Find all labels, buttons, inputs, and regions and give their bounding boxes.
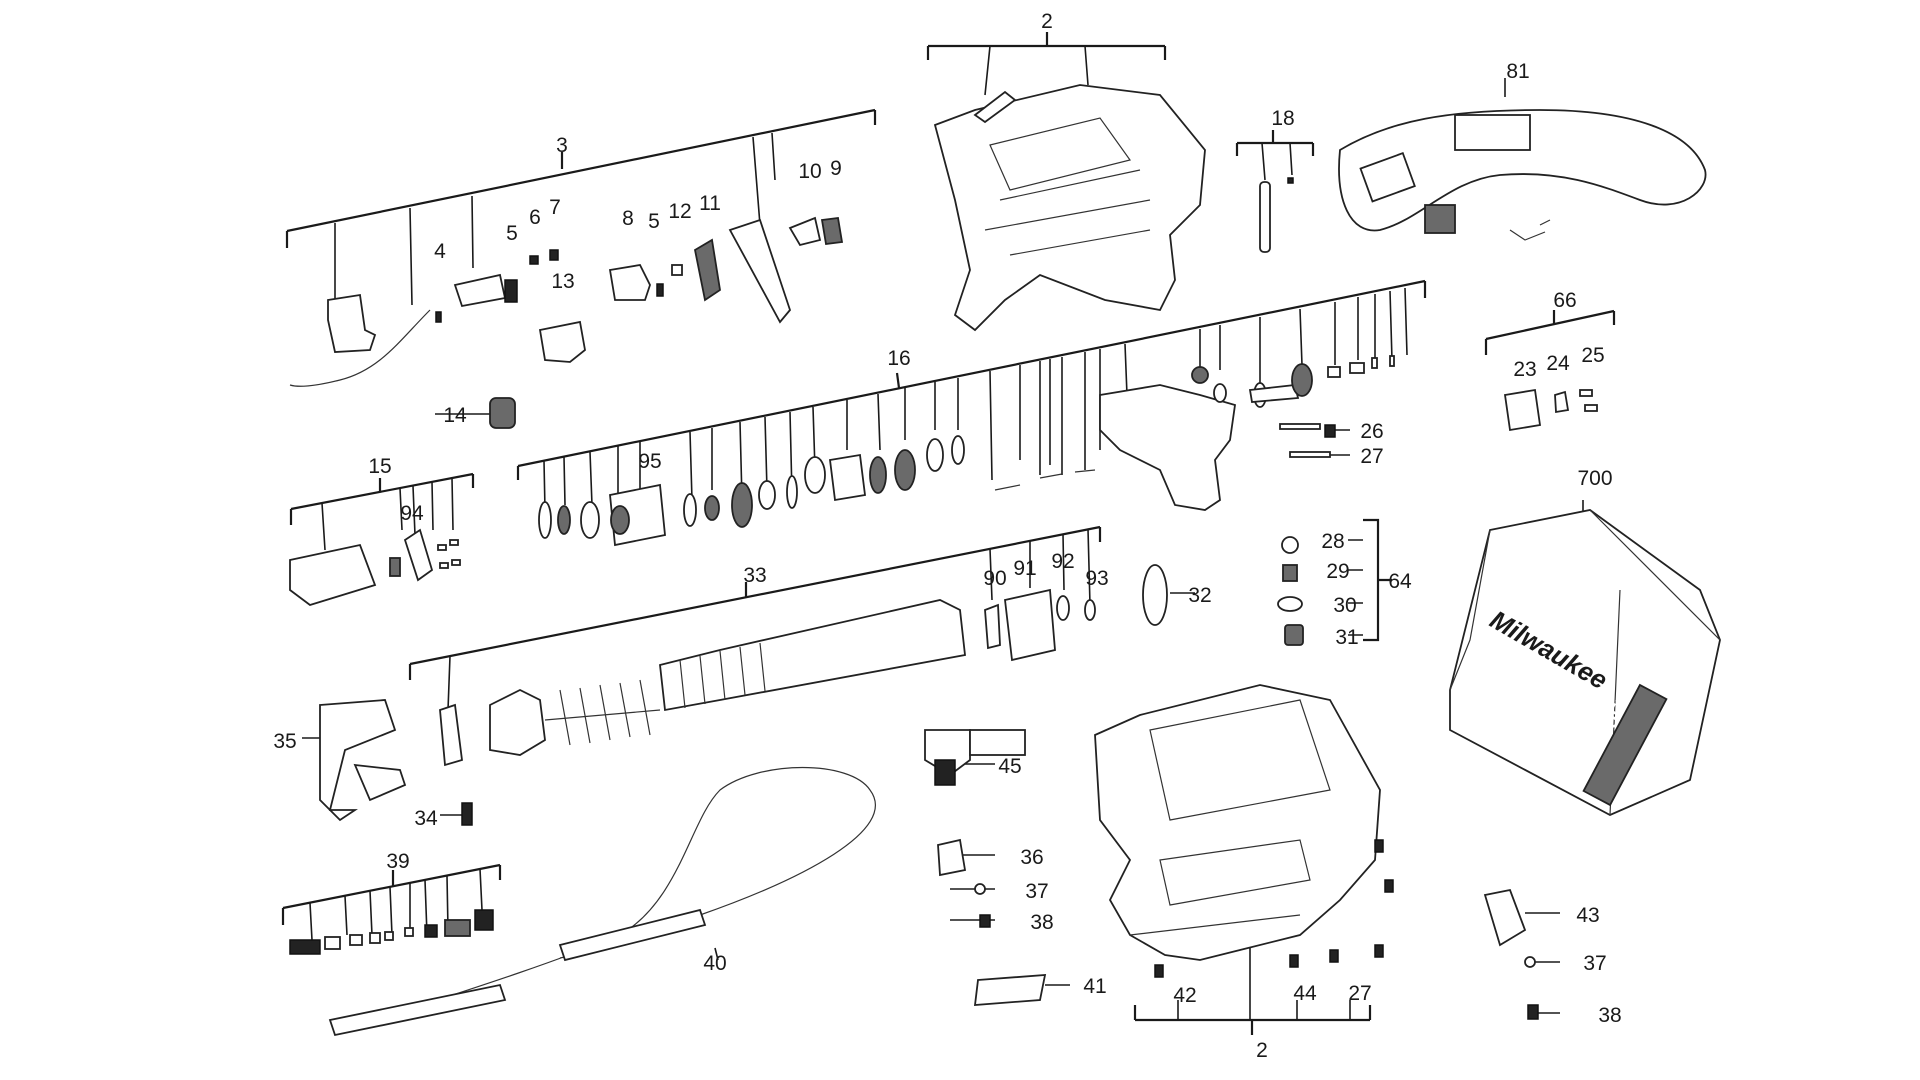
- callout-27-bottom: 27: [1348, 982, 1371, 1005]
- callout-66: 66: [1553, 289, 1576, 312]
- upper-housing-part: [933, 84, 1206, 332]
- callout-27-mid: 27: [1360, 445, 1383, 468]
- callout-39: 39: [386, 850, 409, 873]
- callout-37-left: 37: [1025, 880, 1048, 903]
- callout-45: 45: [998, 755, 1021, 778]
- callout-24: 24: [1546, 352, 1570, 375]
- callout-14: 14: [443, 404, 467, 427]
- callout-26: 26: [1360, 420, 1383, 443]
- callout-5b: 5: [648, 210, 660, 233]
- switch-group-parts: [289, 216, 844, 387]
- head-parts: [984, 536, 1304, 662]
- callout-35: 35: [273, 730, 296, 753]
- callout-labels: 2 3 4 5 6 7 8 5 12 11 10 9 13 14 16 95 1…: [273, 10, 1621, 1062]
- callout-40: 40: [703, 952, 726, 975]
- callout-9: 9: [830, 157, 842, 180]
- handle-part: [319, 699, 473, 826]
- grease-tube-part: [439, 599, 966, 767]
- coupler-part: [924, 729, 1026, 786]
- label-part: [973, 974, 1047, 1006]
- callout-23: 23: [1513, 358, 1536, 381]
- grease-hose-part: [289, 766, 876, 1037]
- spring-part: [489, 397, 516, 429]
- callout-41: 41: [1083, 975, 1106, 998]
- callout-37-right: 37: [1583, 952, 1606, 975]
- callout-64: 64: [1388, 570, 1412, 593]
- callout-32: 32: [1188, 584, 1211, 607]
- pin-part: [1259, 177, 1294, 253]
- callout-2-bottom: 2: [1256, 1039, 1268, 1062]
- small-fittings-right: [1483, 888, 1539, 1020]
- callout-36: 36: [1020, 846, 1043, 869]
- callout-11: 11: [699, 192, 721, 215]
- callout-15: 15: [368, 455, 391, 478]
- callout-94: 94: [400, 502, 424, 525]
- callout-8: 8: [622, 207, 634, 230]
- callout-30: 30: [1333, 594, 1356, 617]
- bracket-lines: [281, 32, 1616, 1035]
- callout-81: 81: [1506, 60, 1529, 83]
- callout-25: 25: [1581, 344, 1604, 367]
- callout-42: 42: [1173, 984, 1196, 1007]
- callout-34: 34: [414, 807, 438, 830]
- callout-90: 90: [983, 567, 1006, 590]
- carrying-case-part: Milwaukee M12 FUEL: [1449, 509, 1721, 816]
- callout-13: 13: [551, 270, 574, 293]
- callout-29: 29: [1326, 560, 1349, 583]
- callout-7: 7: [549, 196, 561, 219]
- callout-93: 93: [1085, 567, 1108, 590]
- callout-6: 6: [529, 206, 541, 229]
- callout-28: 28: [1321, 530, 1344, 553]
- motor-part: [289, 528, 461, 606]
- callout-38-right: 38: [1598, 1004, 1621, 1027]
- parts-illustrations: Milwaukee M12 FUEL: [289, 84, 1721, 1037]
- callout-92: 92: [1051, 550, 1074, 573]
- lower-housing-part: [1094, 684, 1394, 978]
- gearbox-parts: [538, 355, 1395, 547]
- callout-3: 3: [556, 134, 568, 157]
- callout-91: 91: [1013, 557, 1036, 580]
- adapter-parts: [1503, 388, 1598, 432]
- callout-18: 18: [1271, 107, 1294, 130]
- callout-5a: 5: [506, 222, 518, 245]
- callout-12: 12: [668, 200, 691, 223]
- callout-4: 4: [434, 240, 446, 263]
- callout-33: 33: [743, 564, 766, 587]
- small-fittings-left: [937, 838, 991, 928]
- callout-2-top: 2: [1041, 10, 1053, 33]
- callout-44: 44: [1293, 982, 1317, 1005]
- shoulder-strap-part: [1338, 109, 1707, 241]
- callout-16: 16: [887, 347, 910, 370]
- callout-10: 10: [798, 160, 821, 183]
- callout-43: 43: [1576, 904, 1599, 927]
- callout-38-left: 38: [1030, 911, 1053, 934]
- callout-700: 700: [1577, 467, 1612, 490]
- callout-95: 95: [638, 450, 661, 473]
- callout-31: 31: [1335, 626, 1358, 649]
